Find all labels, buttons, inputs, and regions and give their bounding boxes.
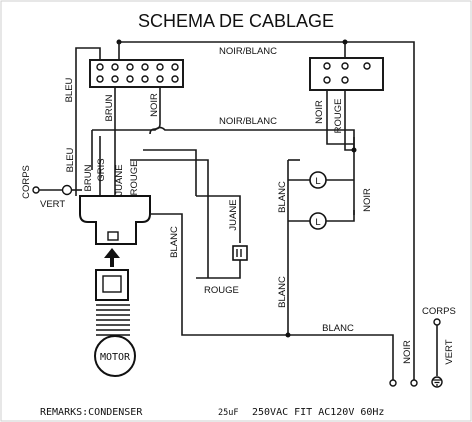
- remarks-spec-prefix: 25uF: [218, 408, 238, 418]
- diagram-title: SCHEMA DE CABLAGE: [138, 11, 334, 31]
- label-vert-right: VERT: [444, 339, 455, 364]
- terminal-right-pins: [323, 62, 371, 84]
- motor-label: MOTOR: [100, 352, 131, 363]
- label-blanc-lamps: BLANC: [277, 181, 288, 213]
- label-corps-left: CORPS: [21, 165, 32, 199]
- corps-terminal-left: [32, 186, 40, 194]
- capacitor: [232, 245, 248, 261]
- terminal-pins: [96, 63, 179, 83]
- label-brun-upper: BRUN: [104, 94, 115, 121]
- remarks-spec: 250VAC FIT AC120V 60Hz: [252, 407, 384, 418]
- motor-connector: [79, 195, 151, 245]
- connect-arrow-stem: [110, 257, 114, 267]
- label-noir-bottom: NOIR: [402, 340, 413, 364]
- label-noir-right: NOIR: [314, 100, 325, 124]
- lamp-2-symbol: L: [315, 217, 320, 228]
- label-noir-upper: NOIR: [149, 93, 160, 117]
- wire-noir-blanc-mid: [92, 126, 355, 215]
- wire-rouge-right: [344, 90, 355, 151]
- connect-arrow: [104, 248, 120, 258]
- label-noir-blanc-top: NOIR/BLANC: [219, 46, 277, 57]
- connector-latch: [107, 231, 119, 241]
- terminal-noir-bottom: [410, 379, 418, 387]
- junction-dot: [285, 332, 291, 338]
- wire-rouge-lower: [143, 149, 197, 196]
- label-juane-lower: JUANE: [114, 164, 125, 195]
- remarks-label: REMARKS:CONDENSER: [40, 407, 143, 418]
- label-noir-blanc-mid: NOIR/BLANC: [219, 116, 277, 127]
- label-blanc-bottom: BLANC: [322, 323, 354, 334]
- wire-blanc-center: [150, 213, 394, 380]
- wire-noir-blanc-top: [119, 41, 415, 380]
- label-corps-right: CORPS: [422, 306, 456, 317]
- wire-bleu-upper: [75, 47, 101, 128]
- label-vert-left: VERT: [40, 199, 65, 210]
- wire-juane-lower: [130, 159, 209, 278]
- label-bleu-lower: BLEU: [65, 147, 76, 172]
- corps-terminal-right: [433, 318, 441, 326]
- terminal-block-left: [89, 59, 184, 88]
- label-rouge-right: ROUGE: [333, 99, 344, 134]
- label-brun-lower: BRUN: [83, 164, 94, 191]
- ground-connector-left: [61, 184, 73, 196]
- wire-rouge-cap: [196, 260, 241, 279]
- label-juane-cap: JUANE: [228, 199, 239, 230]
- junction-dot: [342, 39, 348, 45]
- label-blanc-low: BLANC: [277, 276, 288, 308]
- motor-leads: [96, 304, 130, 336]
- label-rouge-lower: ROUGE: [129, 161, 140, 196]
- label-noir-lamps: NOIR: [362, 188, 373, 212]
- label-bleu-upper: BLEU: [64, 77, 75, 102]
- ground-symbol: [433, 379, 441, 386]
- label-rouge-cap: ROUGE: [204, 285, 239, 296]
- lamp-1-symbol: L: [315, 176, 320, 187]
- capacitor-symbol: [236, 249, 242, 257]
- wire-lamp2-right: [326, 210, 355, 222]
- label-blanc-center: BLANC: [169, 226, 180, 258]
- wire-juane-cap: [196, 195, 241, 243]
- motor: [94, 335, 136, 377]
- label-gris-lower: GRIS: [96, 158, 107, 181]
- terminal-blanc-bottom: [389, 379, 397, 387]
- junction-dot: [351, 147, 357, 153]
- motor-plug-latch: [102, 275, 122, 293]
